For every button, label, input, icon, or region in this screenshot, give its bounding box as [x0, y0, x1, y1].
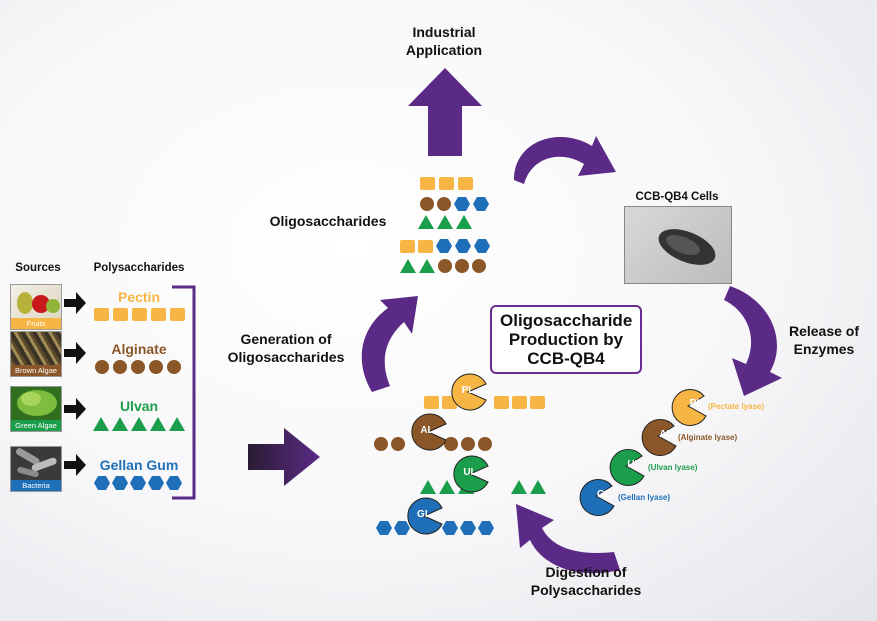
digestion-label: Digestion of Polysaccharides [530, 564, 642, 598]
green-algae-image: Green Algae [10, 386, 62, 432]
square-icon [170, 308, 185, 321]
gellan-chain [94, 476, 182, 490]
pl-abbr: PL [461, 385, 475, 396]
cells-label: CCB-QB4 Cells [635, 191, 719, 203]
brown-algae-image: Brown Algae [10, 331, 62, 377]
bacteria-image: Bacteria [10, 446, 62, 492]
bracket [172, 285, 196, 500]
alginate-digestion [374, 437, 492, 451]
fruits-image: Fruits [10, 284, 62, 330]
ulvan-label: Ulvan [119, 398, 159, 414]
gellan-label: Gellan Gum [99, 457, 179, 473]
circle-icon [167, 360, 181, 374]
arrow-icon [64, 292, 86, 314]
alginate-label: Alginate [111, 341, 167, 357]
circle-icon [113, 360, 127, 374]
industrial-label: Industrial Application [405, 24, 483, 58]
square-icon [94, 308, 109, 321]
ul-name: (Ulvan lyase) [648, 463, 698, 472]
hexagon-icon [130, 476, 146, 490]
hexagon-icon [166, 476, 182, 490]
bacterium-icon [658, 229, 716, 265]
square-icon [132, 308, 147, 321]
oligo-row [420, 177, 473, 190]
source-tag: Brown Algae [11, 365, 61, 376]
triangle-icon [93, 417, 109, 431]
arrow-icon [64, 398, 86, 420]
arrow-icon [64, 342, 86, 364]
pectin-label: Pectin [117, 289, 160, 305]
gl-name: (Gellan lyase) [618, 493, 671, 502]
al-name: (Alginate lyase) [678, 433, 738, 442]
source-arrows [64, 292, 86, 476]
source-tag: Bacteria [11, 480, 61, 491]
hexagon-icon [112, 476, 128, 490]
ul-abbr: UL [627, 459, 641, 470]
source-tag: Green Algae [11, 420, 61, 431]
al-abbr: AL [659, 429, 673, 440]
up-arrow-icon [408, 68, 482, 156]
pl-abbr: PL [689, 398, 703, 409]
triangle-icon [112, 417, 128, 431]
source-tag: Fruits [11, 318, 61, 329]
pl-name: (Pectate lyase) [708, 402, 765, 411]
oligo-row [420, 197, 489, 211]
oligosaccharides-label: Oligosaccharides [269, 213, 387, 229]
green-algae-icon [17, 390, 57, 416]
circle-icon [95, 360, 109, 374]
polysaccharides-header: Polysaccharides [93, 262, 185, 274]
curved-arrow-icon [361, 296, 418, 392]
oligo-row [400, 239, 490, 253]
triangle-icon [150, 417, 166, 431]
triangle-icon [169, 417, 185, 431]
gellan-digestion [376, 521, 494, 535]
hexagon-icon [148, 476, 164, 490]
square-icon [113, 308, 128, 321]
arrow-icon [64, 454, 86, 476]
ul-abbr: UL [463, 467, 477, 478]
generation-label: Generation of Oligosaccharides [227, 331, 345, 365]
bacteria-icon [16, 448, 57, 478]
pectin-chain [94, 308, 185, 321]
circle-icon [149, 360, 163, 374]
big-arrow-icon [248, 428, 320, 486]
cell-micrograph [624, 206, 732, 284]
oligo-row [400, 259, 486, 273]
ulvan-chain [93, 417, 185, 431]
oligo-row [418, 215, 472, 229]
pectin-digestion [424, 396, 545, 409]
gl-abbr: GL [597, 489, 611, 500]
ulvan-digestion [420, 480, 546, 494]
square-icon [151, 308, 166, 321]
triangle-icon [131, 417, 147, 431]
al-abbr: AL [420, 425, 434, 436]
curved-arrow-icon [514, 136, 616, 184]
alginate-chain [95, 360, 181, 374]
gl-abbr: GL [417, 509, 431, 520]
sources-header: Sources [15, 262, 61, 274]
center-title: Oligosaccharide Production by CCB-QB4 [490, 305, 642, 374]
hexagon-icon [94, 476, 110, 490]
circle-icon [131, 360, 145, 374]
fruits-icon [17, 292, 60, 314]
release-label: Release of Enzymes [788, 323, 860, 357]
